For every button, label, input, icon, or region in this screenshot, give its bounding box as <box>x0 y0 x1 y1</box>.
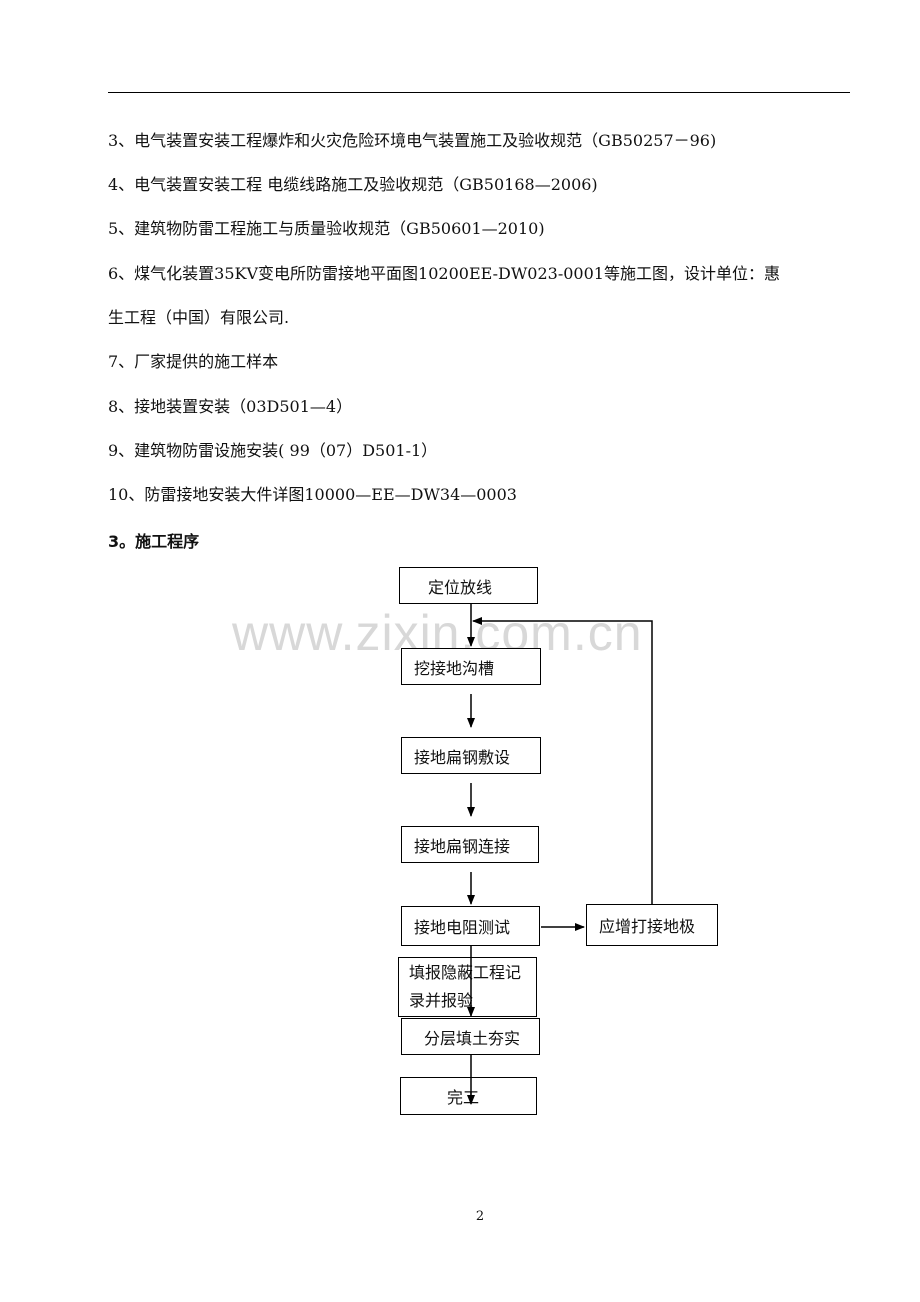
flow-step-label: 接地扁钢敷设 <box>414 747 511 767</box>
reference-item: 5、建筑物防雷工程施工与质量验收规范（GB50601—2010) <box>108 219 545 238</box>
flow-step-positioning: 定位放线 <box>399 567 538 604</box>
flow-step-label: 分层填土夯实 <box>424 1028 521 1048</box>
header-rule <box>108 92 850 93</box>
flow-step-label: 挖接地沟槽 <box>414 658 495 678</box>
flow-step-report-record: 填报隐蔽工程记 录并报验 <box>398 957 537 1017</box>
flow-step-label: 应增打接地极 <box>599 917 696 936</box>
flow-step-connect-steel: 接地扁钢连接 <box>401 826 539 863</box>
reference-item: 10、防雷接地安装大件详图10000—EE—DW34—0003 <box>108 485 517 504</box>
flow-step-lay-steel: 接地扁钢敷设 <box>401 737 541 774</box>
flow-step-label-line: 填报隐蔽工程记 <box>409 963 522 982</box>
flow-step-resistance-test: 接地电阻测试 <box>401 906 540 946</box>
flow-step-label-line: 录并报验 <box>409 991 474 1010</box>
reference-item-continuation: 生工程（中国）有限公司. <box>108 308 290 327</box>
flow-step-backfill: 分层填土夯实 <box>401 1018 540 1055</box>
flow-step-label: 定位放线 <box>428 577 493 597</box>
flow-step-trench: 挖接地沟槽 <box>401 648 541 685</box>
flow-step-label: 完工 <box>447 1088 480 1107</box>
section-heading: 3。施工程序 <box>108 532 200 551</box>
flow-step-add-electrode: 应增打接地极 <box>586 904 718 946</box>
flow-step-label: 接地电阻测试 <box>414 918 511 937</box>
flow-step-complete: 完工 <box>400 1077 537 1115</box>
reference-item: 3、电气装置安装工程爆炸和火灾危险环境电气装置施工及验收规范（GB50257－9… <box>108 131 717 150</box>
reference-item: 9、建筑物防雷设施安装( 99（07）D501-1） <box>108 441 438 460</box>
reference-item: 8、接地装置安装（03D501—4） <box>108 397 353 416</box>
reference-item: 4、电气装置安装工程 电缆线路施工及验收规范（GB50168—2006) <box>108 175 598 194</box>
flow-step-label: 接地扁钢连接 <box>414 836 511 856</box>
reference-item: 6、煤气化装置35KV变电所防雷接地平面图10200EE-DW023-0001等… <box>108 264 780 283</box>
reference-item: 7、厂家提供的施工样本 <box>108 352 279 371</box>
page-number: 2 <box>475 1209 485 1224</box>
